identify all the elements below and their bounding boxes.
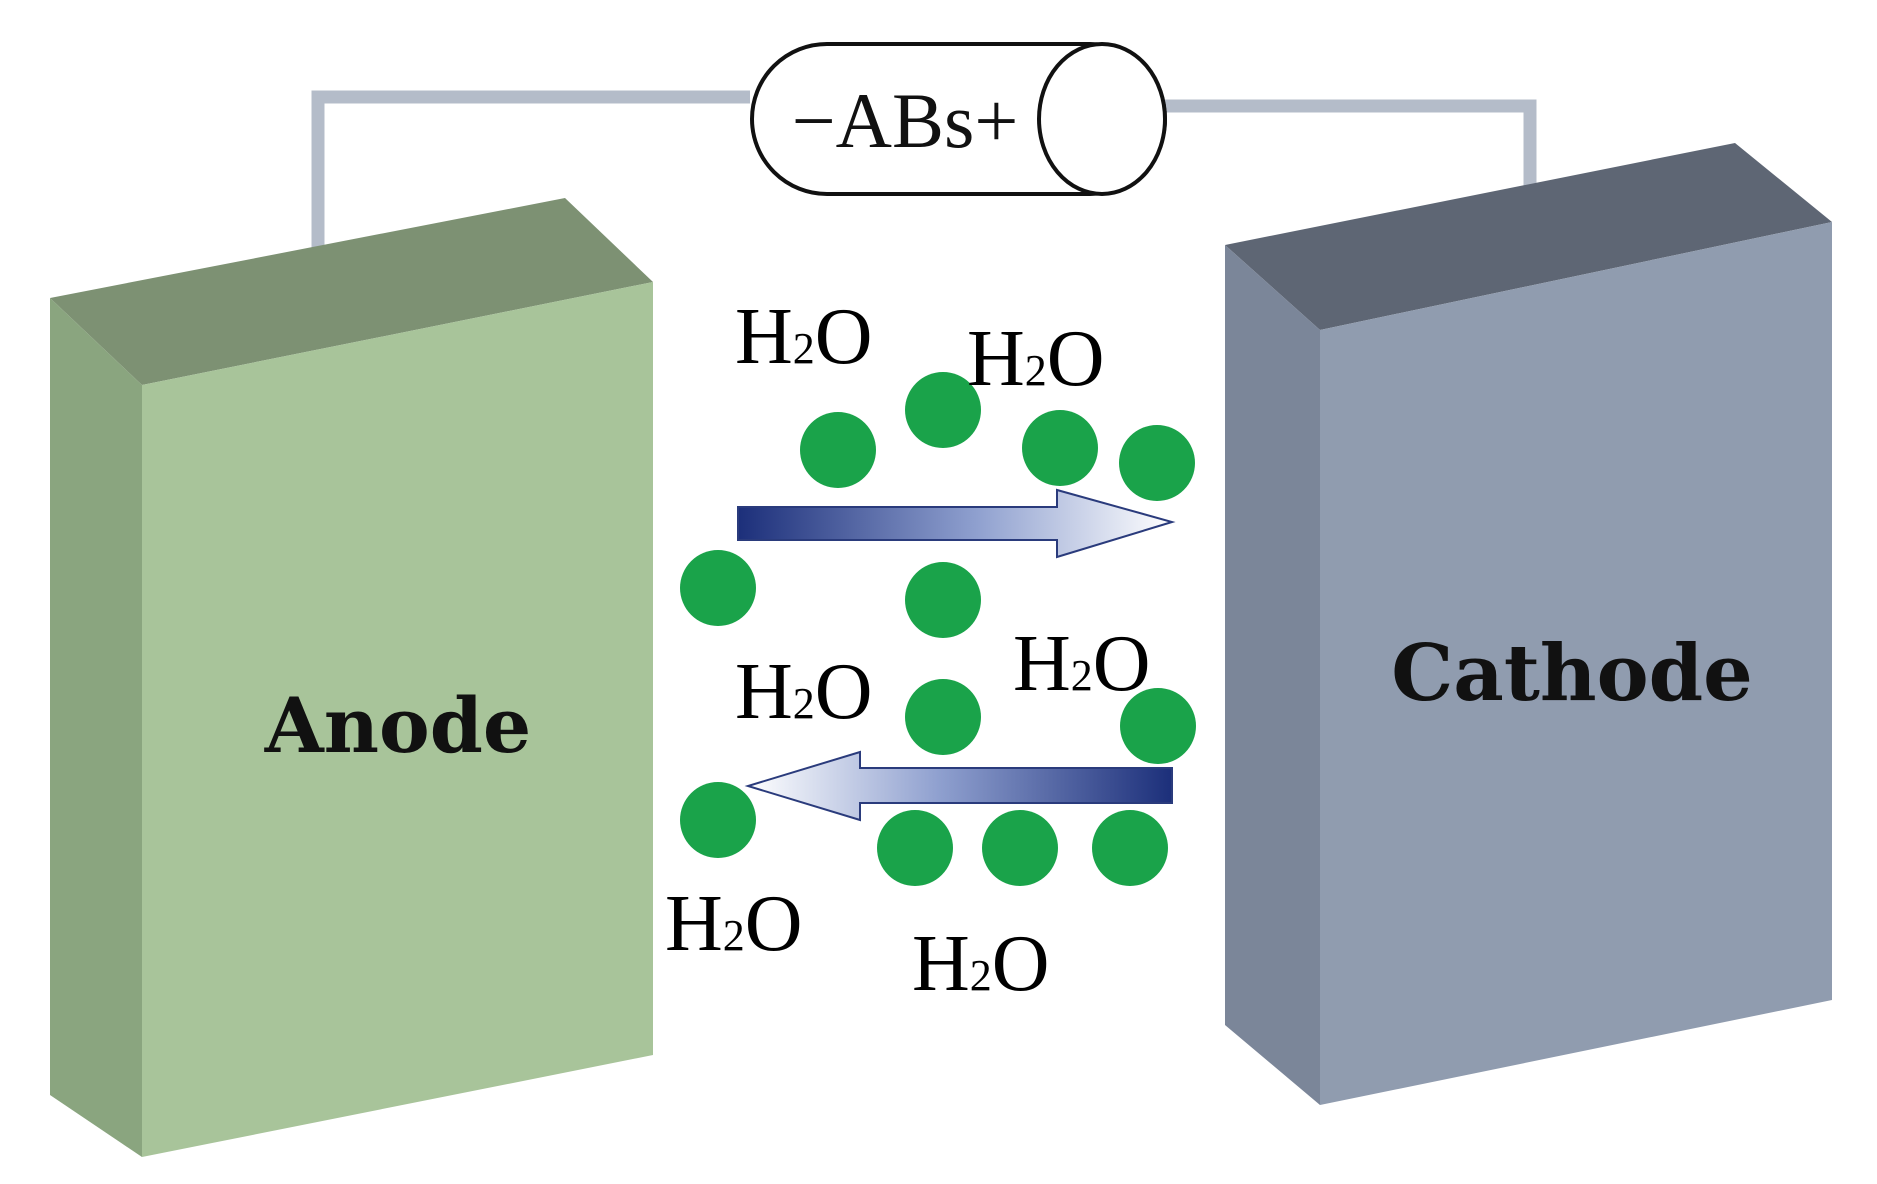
battery-label: −ABs+	[792, 77, 1019, 164]
anode-label: Anode	[264, 681, 531, 770]
anode-top-face	[50, 198, 653, 385]
molecule-dot	[1119, 425, 1195, 501]
molecule-dot	[1120, 688, 1196, 764]
water-molecules	[680, 372, 1196, 886]
cathode-front-face	[1225, 245, 1320, 1105]
anode-wire	[311, 90, 750, 255]
anode-electrode: Anode	[50, 198, 653, 1157]
molecule-dot	[800, 412, 876, 488]
arrow-left-shape	[744, 750, 1173, 822]
molecule-dot	[877, 810, 953, 886]
cathode-side-face	[1320, 222, 1832, 1105]
h2o-label: H2O	[967, 315, 1105, 403]
anode-front-face	[50, 298, 142, 1157]
molecule-dot	[905, 679, 981, 755]
battery-terminal	[1037, 42, 1167, 196]
water-labels: H2O H2O H2O H2O H2O H2O	[665, 293, 1151, 1008]
h2o-label: H2O	[735, 648, 873, 736]
cathode-top-face	[1225, 143, 1832, 330]
h2o-label: H2O	[912, 920, 1050, 1008]
anode-side-face	[142, 282, 653, 1157]
molecule-dot	[1092, 810, 1168, 886]
molecule-dot	[982, 810, 1058, 886]
h2o-label: H2O	[1013, 620, 1151, 708]
molecule-dot	[1022, 410, 1098, 486]
molecule-dot	[905, 372, 981, 448]
arrow-right	[737, 488, 1176, 559]
cathode-electrode: Cathode	[1225, 143, 1832, 1105]
cathode-label: Cathode	[1391, 628, 1753, 719]
h2o-label: H2O	[665, 880, 803, 968]
flow-arrows	[737, 488, 1176, 822]
molecule-dot	[680, 782, 756, 858]
battery: −ABs+	[750, 42, 1167, 196]
molecule-dot	[680, 550, 756, 626]
molecule-dot	[905, 562, 981, 638]
h2o-label: H2O	[735, 293, 873, 381]
